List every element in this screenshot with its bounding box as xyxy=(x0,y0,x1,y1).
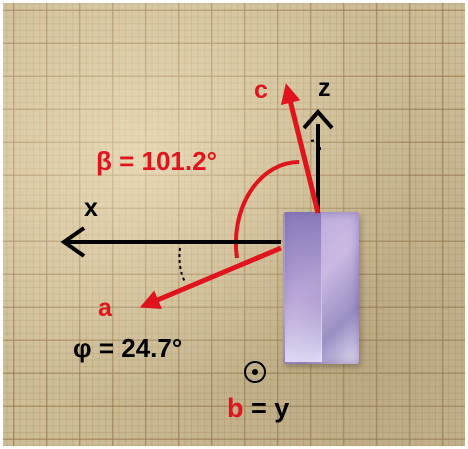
b-axis-label: b xyxy=(227,393,244,423)
x-axis-arrowhead xyxy=(60,226,86,258)
dot-in-circle-icon xyxy=(244,361,266,383)
crystal-sample xyxy=(283,212,359,364)
z-axis-arrowhead xyxy=(302,108,334,130)
c-axis-arrow xyxy=(280,83,321,214)
x-axis-label: x xyxy=(84,194,98,222)
phi-arc-left xyxy=(178,247,186,283)
b-equals-y-label: b = y xyxy=(227,393,289,423)
c-axis-label: c xyxy=(254,76,268,104)
phi-angle-label: φ = 24.7° xyxy=(73,333,182,363)
a-axis-label: a xyxy=(98,294,113,322)
beta-arc xyxy=(233,159,300,259)
beta-angle-label: β = 101.2° xyxy=(96,146,217,176)
z-axis-label: z xyxy=(318,74,331,102)
a-axis-arrow xyxy=(139,245,282,309)
y-axis-label: = y xyxy=(244,393,290,423)
graph-paper-photo xyxy=(3,3,465,446)
crystal-facet xyxy=(285,212,322,362)
